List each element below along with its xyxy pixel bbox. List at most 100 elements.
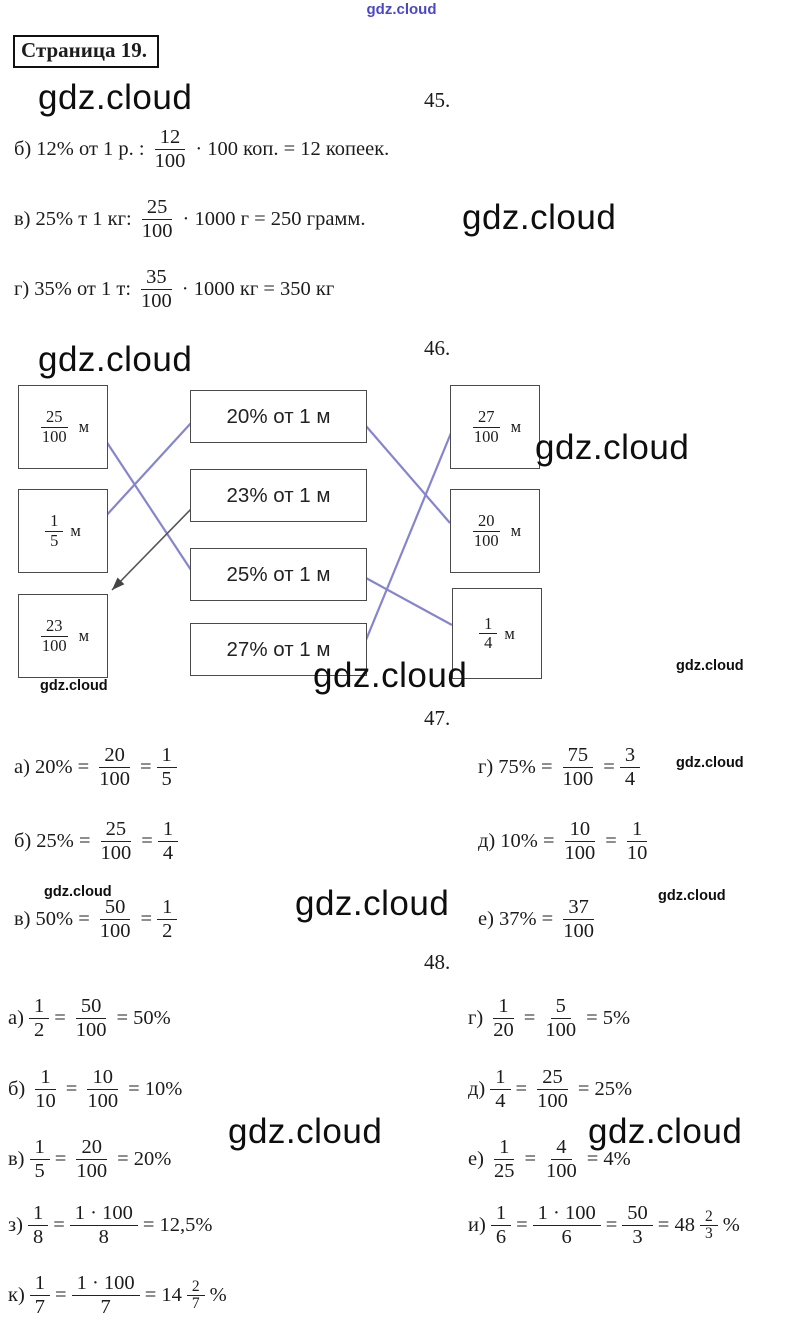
item-label: и) <box>468 1213 486 1236</box>
watermark: gdz.cloud <box>366 1 437 18</box>
item-label: к) <box>8 1283 25 1306</box>
unit-label: м <box>504 623 515 643</box>
item-lead: 25% = <box>36 829 91 852</box>
item-result: = 14 <box>144 1283 182 1306</box>
match-diagram: 25 100 м 1 5 м 23 100 м 20% от 1 м 23% о… <box>0 378 803 700</box>
connection-line <box>365 577 453 626</box>
mixed-fraction: 2 3 <box>699 1208 718 1243</box>
equals-sign: = <box>515 1077 528 1100</box>
item-lead: 10% = <box>500 829 555 852</box>
fraction-denominator: 100 <box>41 426 67 446</box>
fraction-denominator: 100 <box>99 767 130 790</box>
match-middle-box: 20% от 1 м <box>190 390 367 443</box>
fraction: 20 100 <box>71 1136 112 1183</box>
equals-sign: = <box>141 829 153 852</box>
fraction: 1 6 <box>490 1202 512 1249</box>
p47-item-v: в) 50% = 50 100 = 1 2 <box>14 896 178 943</box>
fraction: 75 100 <box>558 744 599 791</box>
p47-item-a: а) 20% = 20 100 = 1 5 <box>14 744 177 791</box>
task-45-number: 45. <box>424 88 451 112</box>
task-47-number: 47. <box>424 706 451 730</box>
fraction: 37 100 <box>558 896 599 943</box>
fraction: 1 25 <box>489 1136 520 1183</box>
fraction-denominator: 100 <box>537 1089 568 1112</box>
item-label: е) <box>478 907 494 930</box>
fraction-denominator: 100 <box>562 767 594 790</box>
fraction-numerator: 1 · 100 <box>71 1272 140 1296</box>
watermark: gdz.cloud <box>588 1112 743 1151</box>
equals-sign: = <box>54 1006 66 1029</box>
item-label: в) <box>14 207 31 230</box>
fraction-denominator: 2 <box>162 919 173 942</box>
fraction-numerator: 1 <box>490 1202 512 1226</box>
fraction-denominator: 100 <box>141 219 173 242</box>
item-lead: 75% = <box>498 755 553 778</box>
fraction: 1 10 <box>30 1066 61 1113</box>
fraction: 10 100 <box>560 818 601 865</box>
match-right-box: 20 100 м <box>450 489 540 573</box>
match-left-box: 25 100 м <box>18 385 108 469</box>
unit-label: м <box>78 626 90 645</box>
fraction-denominator: 100 <box>473 426 499 446</box>
fraction-numerator: 1 <box>156 744 177 768</box>
match-left-box: 1 5 м <box>18 489 108 573</box>
fraction-denominator: 100 <box>154 149 186 172</box>
connection-line <box>364 432 453 641</box>
equals-sign: = <box>65 1077 78 1100</box>
fraction-numerator: 2 <box>699 1208 718 1226</box>
watermark: gdz.cloud <box>40 678 108 694</box>
p48-item-v: в) 1 5 = 20 100 = 20% <box>8 1136 171 1183</box>
connection-line <box>103 422 192 519</box>
fraction: 10 100 <box>82 1066 123 1113</box>
fraction-numerator: 1 <box>29 1272 51 1296</box>
fraction: 25 100 <box>37 407 72 446</box>
fraction-denominator: 10 <box>626 841 648 864</box>
fraction-numerator: 50 <box>622 1202 653 1226</box>
fraction-denominator: 100 <box>563 919 594 942</box>
watermark: gdz.cloud <box>676 755 744 771</box>
fraction-numerator: 1 <box>490 1066 511 1090</box>
fraction: 4 100 <box>541 1136 582 1183</box>
fraction-numerator: 35 <box>141 266 172 290</box>
fraction-numerator: 37 <box>563 896 594 920</box>
fraction-denominator: 100 <box>141 289 172 312</box>
fraction-denominator: 3 <box>632 1225 643 1248</box>
fraction: 1 4 <box>490 1066 511 1113</box>
equals-sign: = <box>55 1283 67 1306</box>
fraction: 1 8 <box>27 1202 49 1249</box>
unit-label: м <box>78 417 90 436</box>
fraction: 50 100 <box>71 995 112 1042</box>
fraction: 1 5 <box>45 511 64 550</box>
fraction-denominator: 100 <box>75 1018 107 1041</box>
fraction-numerator: 5 <box>550 995 571 1019</box>
p45-item-v: в) 25% т 1 кг: 25 100 · 1000 г = 250 гра… <box>14 196 366 243</box>
equals-sign: = <box>53 1213 65 1236</box>
item-label: а) <box>8 1006 24 1029</box>
watermark: gdz.cloud <box>38 340 193 379</box>
percent-sign: % <box>209 1283 227 1306</box>
equals-sign: = <box>140 907 153 930</box>
fraction-denominator: 8 <box>98 1225 109 1248</box>
item-lead: 50% = <box>35 907 90 930</box>
fraction: 20 100 <box>94 744 135 791</box>
fraction-denominator: 100 <box>41 635 67 655</box>
p48-item-z: з) 1 8 = 1 · 100 8 = 12,5% <box>8 1202 212 1249</box>
item-result: = 48 <box>657 1213 695 1236</box>
p45-item-b: б) 12% от 1 р. : 12 100 · 100 коп. = 12 … <box>14 126 389 173</box>
fraction-denominator: 3 <box>704 1224 713 1242</box>
item-label: а) <box>14 755 30 778</box>
fraction: 1 20 <box>488 995 519 1042</box>
fraction-numerator: 23 <box>41 616 68 637</box>
unit-label: м <box>70 521 81 540</box>
fraction: 50 100 <box>95 896 136 943</box>
item-label: е) <box>468 1147 484 1170</box>
fraction-numerator: 3 <box>619 744 641 768</box>
item-result: = 5% <box>586 1006 631 1029</box>
fraction: 1 4 <box>157 818 179 865</box>
percent-label: 27% от 1 м <box>226 637 331 661</box>
item-lead: 35% от 1 т: <box>34 277 132 300</box>
match-middle-box: 27% от 1 м <box>190 623 367 676</box>
page-title: Страница 19. <box>13 35 159 68</box>
connection-line <box>103 437 192 571</box>
